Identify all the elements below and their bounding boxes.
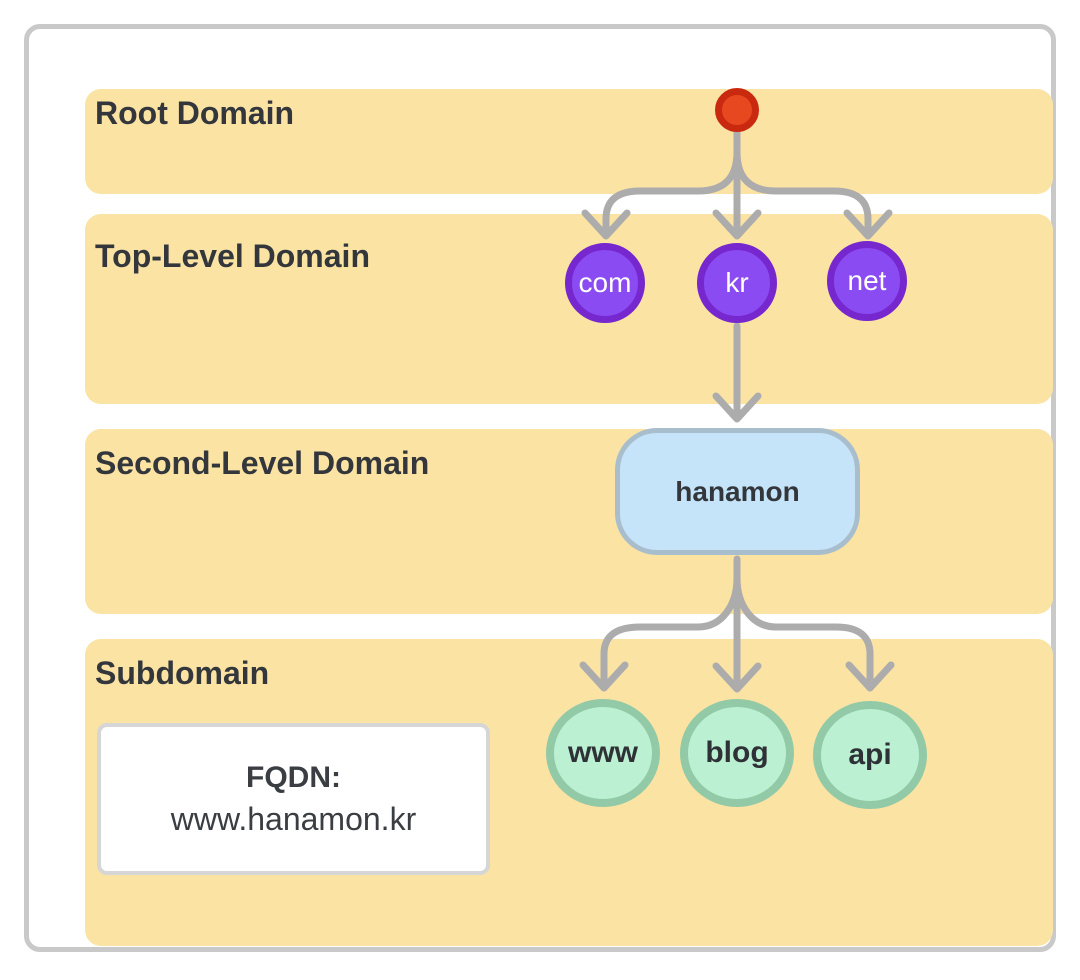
fqdn-box: FQDN: www.hanamon.kr: [97, 723, 490, 875]
level-label-subdomain: Subdomain: [95, 655, 270, 691]
level-band-second-level-domain: [85, 429, 1053, 614]
level-label-top-level-domain: Top-Level Domain: [95, 238, 370, 274]
tld-node-net: net: [827, 241, 907, 321]
tld-node-kr: kr: [697, 243, 777, 323]
subdomain-node-api-label: api: [848, 738, 892, 771]
subdomain-node-www-label: www: [567, 736, 638, 769]
tld-node-net-label: net: [847, 265, 887, 296]
tld-node-com: com: [565, 243, 645, 323]
subdomain-node-blog-label: blog: [705, 736, 769, 769]
fqdn-heading: FQDN:: [246, 761, 341, 794]
root-node-dot: [715, 88, 759, 132]
subdomain-node-blog: blog: [680, 699, 794, 807]
level-band-root-domain: [85, 89, 1053, 194]
tld-node-com-label: com: [578, 267, 632, 298]
sld-node-hanamon-label: hanamon: [675, 475, 800, 507]
level-label-root-domain: Root Domain: [95, 95, 295, 131]
sld-node-hanamon: hanamon: [615, 428, 860, 555]
subdomain-node-api: api: [813, 701, 927, 809]
fqdn-value: www.hanamon.kr: [170, 801, 417, 837]
subdomain-node-www: www: [546, 699, 660, 807]
tld-node-kr-label: kr: [725, 267, 749, 298]
level-label-second-level-domain: Second-Level Domain: [95, 445, 430, 481]
